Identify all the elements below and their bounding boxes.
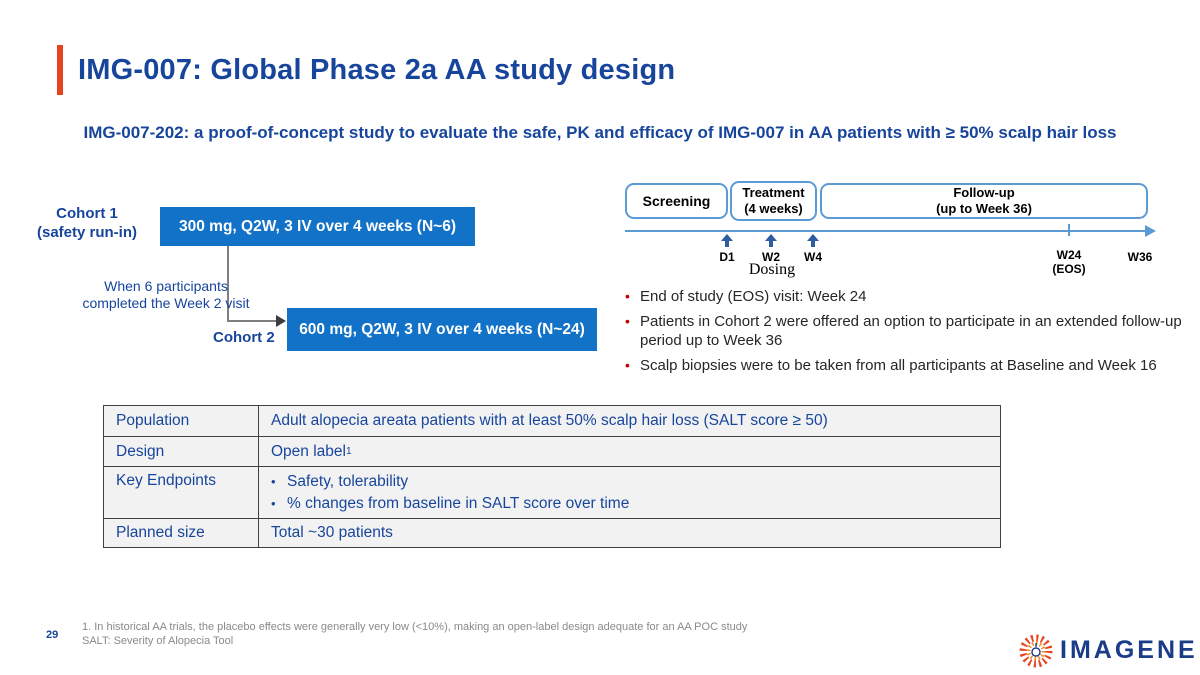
table-row-value: Total ~30 patients [271,524,393,541]
table-row-value: Adult alopecia areata patients with at l… [271,412,828,429]
bullet-icon: • [271,496,276,511]
phase-screening-label: Screening [642,193,711,209]
table-row-label: Population [104,406,259,436]
key-point-item: • End of study (EOS) visit: Week 24 [622,287,1196,306]
transition-note-line2: completed the Week 2 visit [82,295,250,311]
phase-box-screening: Screening [625,183,728,219]
dose-mark-d1: D1 [719,250,735,264]
company-logo: IMAGENE [1016,630,1198,670]
transition-note: When 6 participants completed the Week 2… [20,278,312,312]
w24-label-line2: (EOS) [1052,262,1086,276]
design-value: Open label [271,442,346,460]
cohort1-label-line1: Cohort 1 [56,205,118,222]
page-number: 29 [46,629,59,641]
timeline-axis [625,230,1147,232]
key-point-text: End of study (EOS) visit: Week 24 [640,288,867,305]
dose-arrow-stem [811,241,815,247]
transition-note-line1: When 6 participants [104,278,228,294]
dose-arrow-stem [725,241,729,247]
table-row-label: Key Endpoints [104,467,259,518]
bullet-icon: • [625,357,630,373]
endpoint-item: • Safety, tolerability [271,471,408,493]
dose-arrow-head [721,234,733,241]
key-point-item: • Patients in Cohort 2 were offered an o… [622,312,1196,350]
table-row-value: • Safety, tolerability • % changes from … [259,467,1000,518]
cohort2-box: 600 mg, Q2W, 3 IV over 4 weeks (N~24) [287,308,597,351]
w24-label-line1: W24 [1056,248,1082,262]
table-row: Planned size Total ~30 patients [104,519,1000,547]
bullet-icon: • [625,313,630,329]
connector-arrowhead-icon [276,315,286,327]
phase-treatment-label: Treatment [742,185,805,200]
footnote: 1. In historical AA trials, the placebo … [82,621,748,633]
page-title: IMG-007: Global Phase 2a AA study design [78,54,676,86]
w24-eos-label: W24 (EOS) [1037,248,1101,276]
footnote-ref: 1 [345,446,352,457]
dose-mark-w4: W4 [804,250,822,264]
dose-up-arrow-icon [721,234,733,247]
table-row-label: Planned size [104,519,259,547]
cohort2-label: Cohort 2 [213,329,275,346]
cohort1-box: 300 mg, Q2W, 3 IV over 4 weeks (N~6) [160,207,475,246]
bullet-icon: • [271,474,276,489]
phase-treatment-sub: (4 weeks) [744,201,803,216]
w36-label: W36 [1127,250,1153,264]
endpoint-item: • % changes from baseline in SALT score … [271,493,629,515]
dose-mark-w2: W2 [762,250,780,264]
phase-followup-label: Follow-up [953,185,1015,200]
endpoint-text: % changes from baseline in SALT score ov… [287,495,630,512]
dose-up-arrow-icon [765,234,777,247]
connector-line-vertical [227,246,229,322]
title-accent-bar [57,45,63,95]
dose-up-arrow-icon [807,234,819,247]
slide-subtitle: IMG-007-202: a proof-of-concept study to… [83,123,1117,142]
phase-box-followup: Follow-up (up to Week 36) [820,183,1148,219]
key-point-item: • Scalp biopsies were to be taken from a… [622,356,1196,375]
phase-box-treatment: Treatment (4 weeks) [730,181,817,221]
connector-line-horizontal [227,320,277,322]
table-row: Key Endpoints • Safety, tolerability • %… [104,467,1000,519]
table-row-label: Design [104,437,259,466]
bullet-icon: • [625,288,630,304]
endpoint-text: Safety, tolerability [287,473,409,490]
key-points-list: • End of study (EOS) visit: Week 24 • Pa… [622,287,1196,381]
cohort1-label: Cohort 1 (safety run-in) [18,204,156,242]
sunburst-icon [1019,634,1053,668]
w24-tick [1068,224,1070,236]
cohort1-label-line2: (safety run-in) [36,224,137,241]
dose-arrow-head [807,234,819,241]
dose-arrow-stem [769,241,773,247]
footnote: SALT: Severity of Alopecia Tool [82,635,234,647]
timeline-arrowhead-icon [1145,225,1156,237]
table-row: Population Adult alopecia areata patient… [104,406,1000,437]
key-point-text: Patients in Cohort 2 were offered an opt… [640,313,1182,349]
phase-followup-sub: (up to Week 36) [936,201,1032,216]
key-point-text: Scalp biopsies were to be taken from all… [640,357,1157,374]
study-table: Population Adult alopecia areata patient… [103,405,1001,548]
dose-arrow-head [765,234,777,241]
dosing-label: Dosing [748,261,796,278]
logo-text: IMAGENE [1060,635,1198,664]
